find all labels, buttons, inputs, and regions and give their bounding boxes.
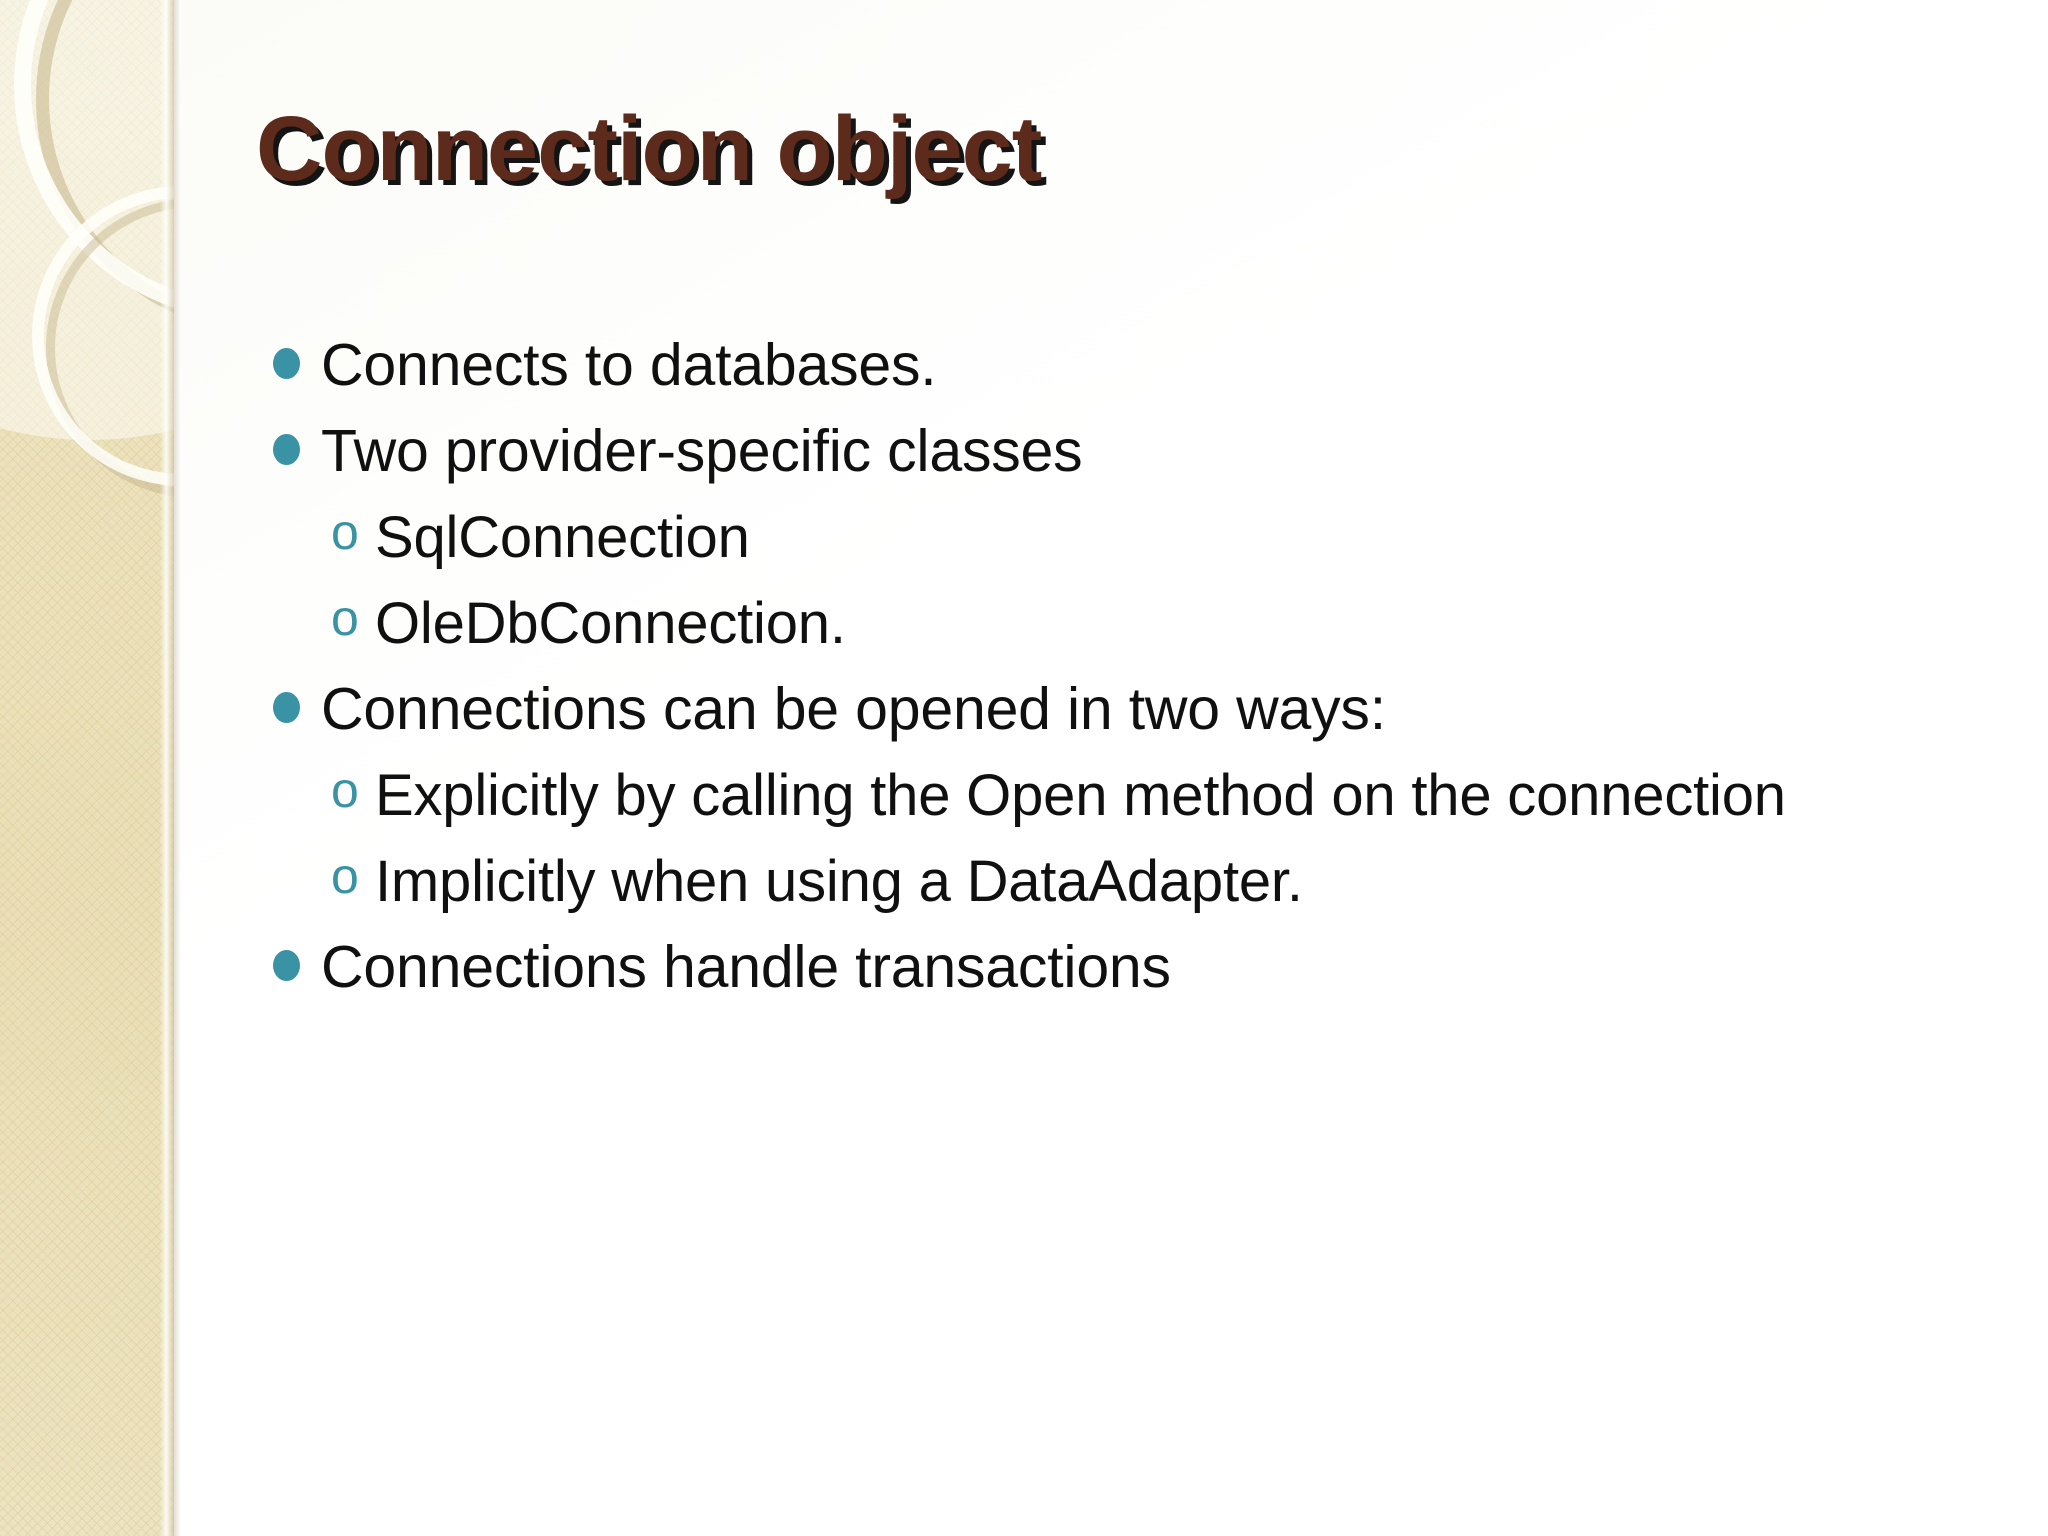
sub-bullet-item: o Implicitly when using a DataAdapter. — [331, 846, 1973, 918]
sub-bullet-text: SqlConnection — [375, 504, 750, 570]
circle-o-bullet-icon: o — [331, 847, 359, 904]
bullet-text: Connections handle transactions — [321, 933, 1171, 1000]
filled-circle-bullet-icon — [273, 674, 321, 723]
circle-o-bullet-icon: o — [331, 589, 359, 646]
panel-drop-shadow — [174, 0, 181, 1536]
bullet-text: Connections can be opened in two ways: — [321, 675, 1386, 742]
sub-bullet-text: OleDbConnection. — [375, 590, 846, 656]
circle-o-bullet-icon: o — [331, 761, 359, 818]
slide-title: Connection object — [256, 98, 1042, 200]
bullet-item: Connects to databases. — [273, 330, 1973, 402]
sub-bullet-item: o SqlConnection — [331, 502, 1973, 574]
filled-circle-bullet-icon — [273, 932, 321, 981]
panel-bevel — [160, 0, 174, 1536]
decorative-side-panel — [0, 0, 174, 1536]
bullet-item: Connections handle transactions — [273, 932, 1973, 1004]
bullet-item: Two provider-specific classes — [273, 416, 1973, 488]
filled-circle-bullet-icon — [273, 330, 321, 379]
bullet-text: Connects to databases. — [321, 332, 937, 398]
sub-bullet-text: Explicitly by calling the Open method on… — [375, 762, 1786, 828]
circle-o-bullet-icon: o — [331, 503, 359, 560]
sub-bullet-item: o Explicitly by calling the Open method … — [331, 760, 1973, 832]
bullet-text: Two provider-specific classes — [321, 417, 1083, 484]
sub-bullet-text: Implicitly when using a DataAdapter. — [375, 848, 1303, 914]
bullet-item: Connections can be opened in two ways: — [273, 674, 1973, 746]
slide-content-area: Connection object Connects to databases.… — [181, 0, 2048, 1536]
filled-circle-bullet-icon — [273, 416, 321, 465]
slide-body-list: Connects to databases. Two provider-spec… — [273, 330, 1973, 1018]
sub-bullet-item: o OleDbConnection. — [331, 588, 1973, 660]
